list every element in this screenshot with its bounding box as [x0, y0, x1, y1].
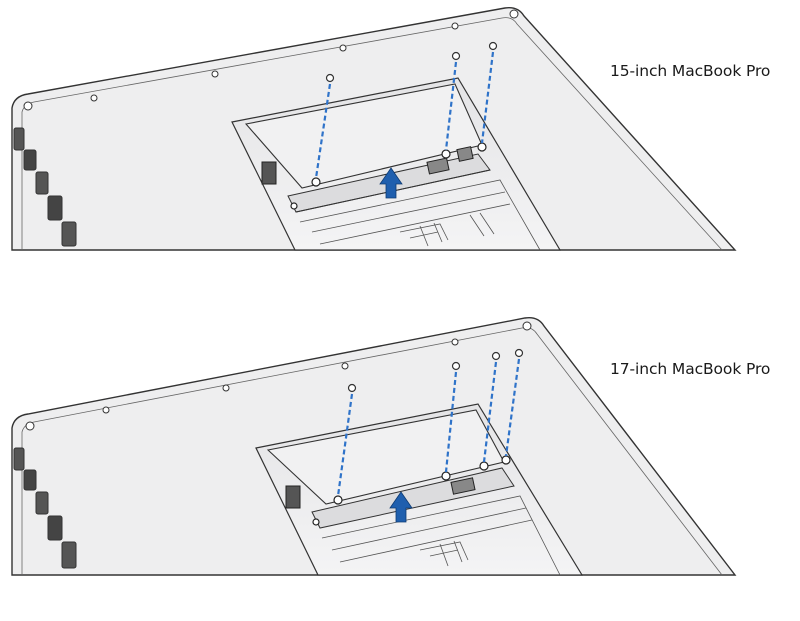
screw-icon: [325, 41, 498, 83]
up-arrow-icon: [389, 491, 413, 523]
screw-guide-lines: [336, 358, 521, 497]
battery-screws: [290, 142, 487, 210]
screw-icon: [347, 348, 524, 393]
battery-screws: [312, 455, 511, 526]
model-label-17: 17-inch MacBook Pro: [610, 360, 771, 378]
macbook-15-diagram: [11, 6, 737, 251]
model-label-15: 15-inch MacBook Pro: [610, 62, 771, 80]
side-ports: [13, 127, 77, 247]
up-arrow-icon: [379, 167, 403, 199]
case-screw-holes: [25, 321, 532, 431]
macbook-17-diagram: [11, 316, 737, 576]
side-ports: [13, 447, 77, 569]
panel-17-inch: 17-inch MacBook Pro: [0, 300, 800, 600]
screw-guide-lines: [314, 51, 495, 179]
panel-15-inch: 15-inch MacBook Pro: [0, 0, 800, 300]
case-screw-holes: [23, 9, 519, 111]
